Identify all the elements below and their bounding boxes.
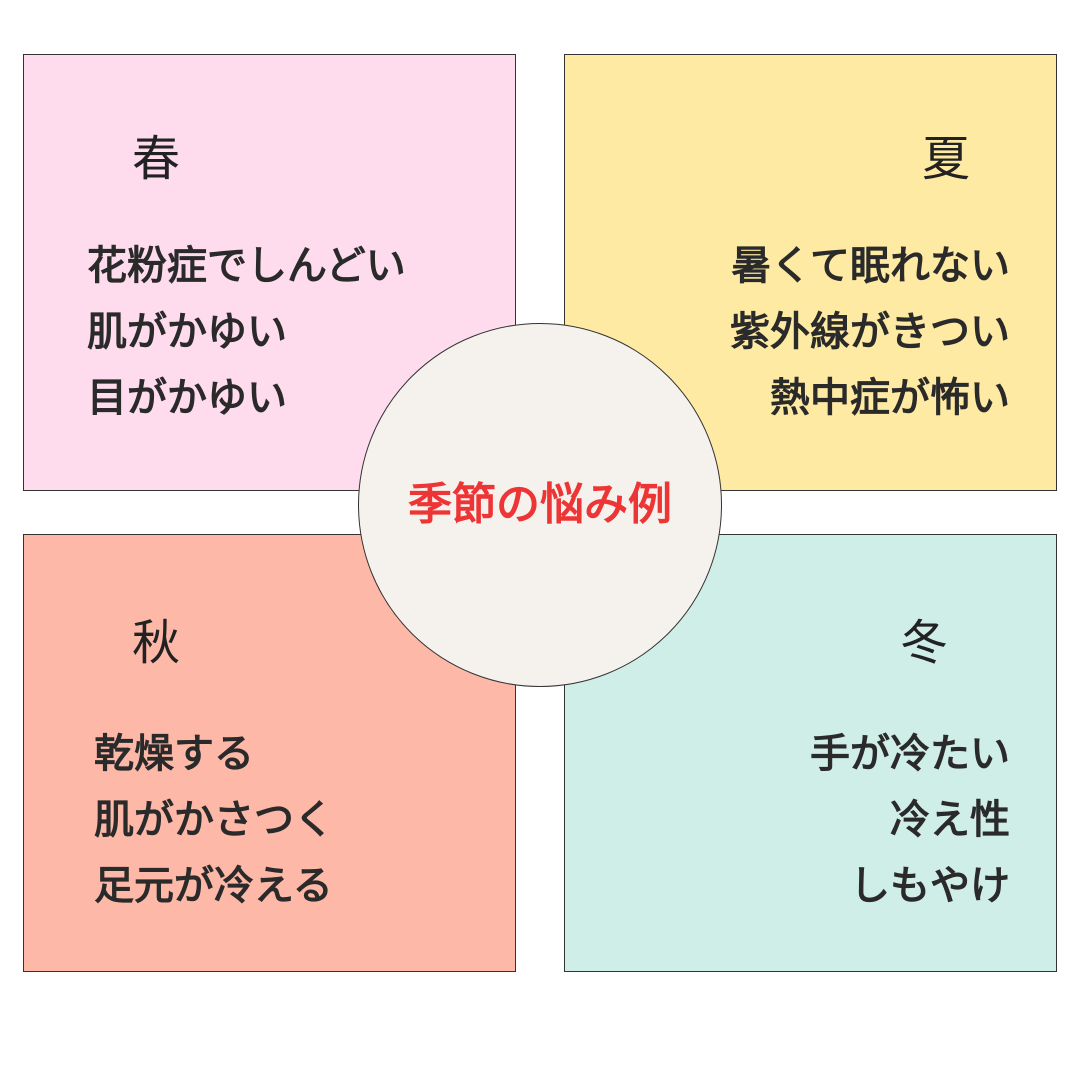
autumn-list: 乾燥する 肌がかさつく 足元が冷える — [94, 721, 334, 919]
winter-list: 手が冷たい 冷え性 しもやけ — [810, 721, 1010, 919]
winter-heading: 冬 — [899, 615, 948, 671]
list-item: 肌がかゆい — [87, 309, 287, 355]
list-item: 足元が冷える — [94, 863, 333, 909]
center-circle: 季節の悩み例 — [358, 323, 722, 687]
list-item: 暑くて眠れない — [731, 243, 1010, 289]
spring-heading: 春 — [132, 131, 181, 187]
autumn-heading: 秋 — [132, 615, 181, 671]
summer-quadrant: 夏 暑くて眠れない 紫外線がきつい 熱中症が怖い — [564, 54, 1057, 491]
list-item: しもやけ — [850, 863, 1010, 909]
spring-list: 花粉症でしんどい 肌がかゆい 目がかゆい — [87, 233, 406, 431]
spring-quadrant: 春 花粉症でしんどい 肌がかゆい 目がかゆい — [23, 54, 516, 491]
list-item: 手が冷たい — [810, 731, 1010, 777]
summer-list: 暑くて眠れない 紫外線がきつい 熱中症が怖い — [730, 233, 1010, 431]
summer-heading: 夏 — [921, 131, 970, 187]
list-item: 紫外線がきつい — [730, 309, 1010, 355]
list-item: 花粉症でしんどい — [87, 243, 406, 289]
list-item: 肌がかさつく — [94, 797, 334, 843]
list-item: 冷え性 — [890, 797, 1010, 843]
list-item: 乾燥する — [94, 731, 254, 777]
list-item: 目がかゆい — [87, 375, 287, 421]
list-item: 熱中症が怖い — [770, 375, 1010, 421]
center-title: 季節の悩み例 — [408, 479, 672, 530]
